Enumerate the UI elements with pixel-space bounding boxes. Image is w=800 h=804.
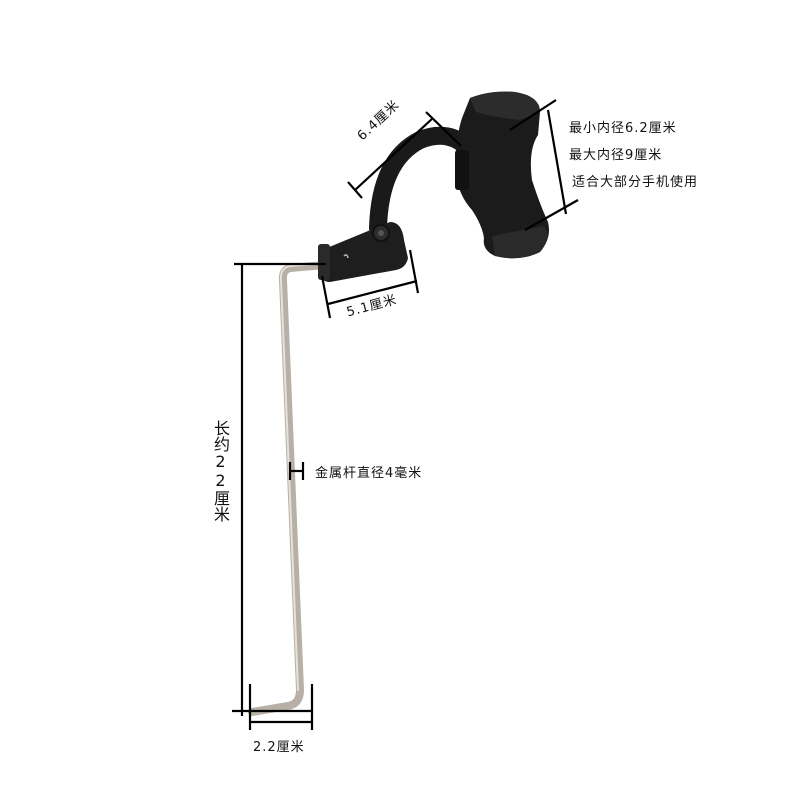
clamp-fit-label: 适合大部分手机使用 (572, 175, 699, 190)
clamp-min-label: 最小内径6.2厘米 (569, 121, 677, 136)
swivel-joint (318, 222, 408, 282)
rod-diameter-label: 金属杆直径4毫米 (315, 466, 423, 481)
foot-length-label: 2.2厘米 (253, 740, 305, 755)
phone-clamp (455, 91, 549, 259)
dimension-lines (232, 99, 579, 730)
metal-rod (248, 261, 329, 716)
clamp-max-label: 最大内径9厘米 (569, 148, 663, 163)
rod-length-label: 长约22厘米 (211, 420, 230, 522)
